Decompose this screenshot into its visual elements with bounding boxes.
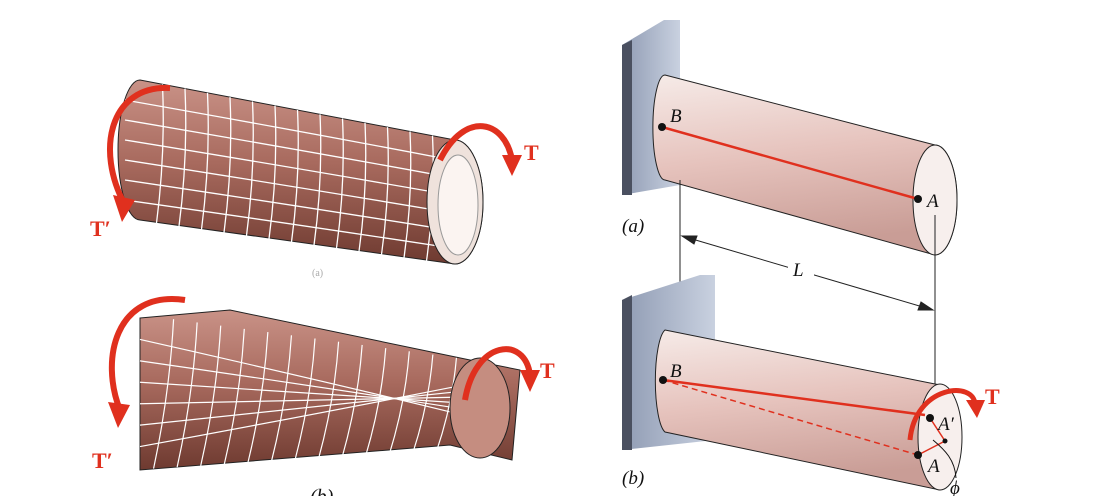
grid-line [335,118,344,249]
grid-line [268,105,277,239]
grid-line [200,92,209,230]
caption-left-a: (a) [312,268,323,279]
center-point [942,438,948,444]
tube-twisted [139,309,521,471]
torque-arrow-right-bottom [462,346,533,401]
arrowhead-right-top [502,155,522,176]
grid-line [139,396,461,405]
grid-line [200,325,222,466]
grid-line [341,344,363,458]
torque-label-Tprime-bottom: T′ [92,448,113,473]
shaft-b [654,329,963,491]
grid-line [223,97,232,233]
label-B-b: B [670,361,682,382]
grid-line [124,99,441,159]
grid-line [139,385,461,448]
torque-arrow-right-top [437,123,515,162]
grid-line [380,127,389,255]
point-A-a [914,195,922,203]
grid-line [124,159,441,212]
twisted-line-b [662,378,926,417]
grid-line [152,319,175,469]
label-B-a: B [670,106,682,127]
torque-arrow-left-bottom [108,296,186,412]
torque-label-T-bottom: T [540,358,555,383]
grid-line [155,84,164,224]
torque-arrow-left-top [107,84,171,207]
grid-line [124,199,441,247]
point-B-b [659,376,667,384]
grid-line [270,335,293,462]
length-label: L [792,260,804,281]
grid-line [124,119,441,177]
label-A-a: A [925,191,939,212]
grid-line [223,328,245,465]
point-B-a [658,123,666,131]
label-A-b: A [926,456,940,477]
arrowhead-left-top [113,195,135,222]
caption-right-a: (a) [622,216,644,237]
label-phi: ϕ [950,478,960,496]
label-Aprime-b: A′ [936,414,955,435]
grid-line [388,351,410,455]
reference-line-a [661,125,919,201]
arrowhead-b [966,400,985,418]
arrowhead-left-bottom [108,402,130,428]
grid-line [313,114,322,246]
caption-right-b: (b) [622,468,644,489]
grid-line [139,360,461,410]
torque-label-Tprime-top: T′ [90,216,111,241]
grid-line [139,381,461,404]
torque-label-T-b: T [985,384,1000,409]
grid-line [403,131,412,258]
grid-line [290,109,299,243]
angle-pointer [932,439,957,479]
grid-line [124,179,441,230]
torque-arrow-b [907,388,978,441]
grid-line [139,390,461,426]
grid-line [139,338,461,415]
grid-line [245,101,254,236]
arrowhead-right-bottom [520,370,540,392]
caption-left-b: (b) [310,486,334,496]
grid-line [124,139,441,194]
grid-line [358,122,367,252]
torque-label-T-top: T [524,140,539,165]
grid-line [247,332,269,463]
radius-lines [929,417,946,442]
shaft-a [652,74,958,256]
point-Aprime-b [926,414,934,422]
original-line-b [662,379,919,456]
grid-line [178,88,187,227]
radius-line-A [917,440,946,456]
grid-line [176,322,198,468]
tube-undeformed [117,79,484,265]
grid-line [294,338,316,461]
point-A-b [914,451,922,459]
grid-line [435,357,458,452]
